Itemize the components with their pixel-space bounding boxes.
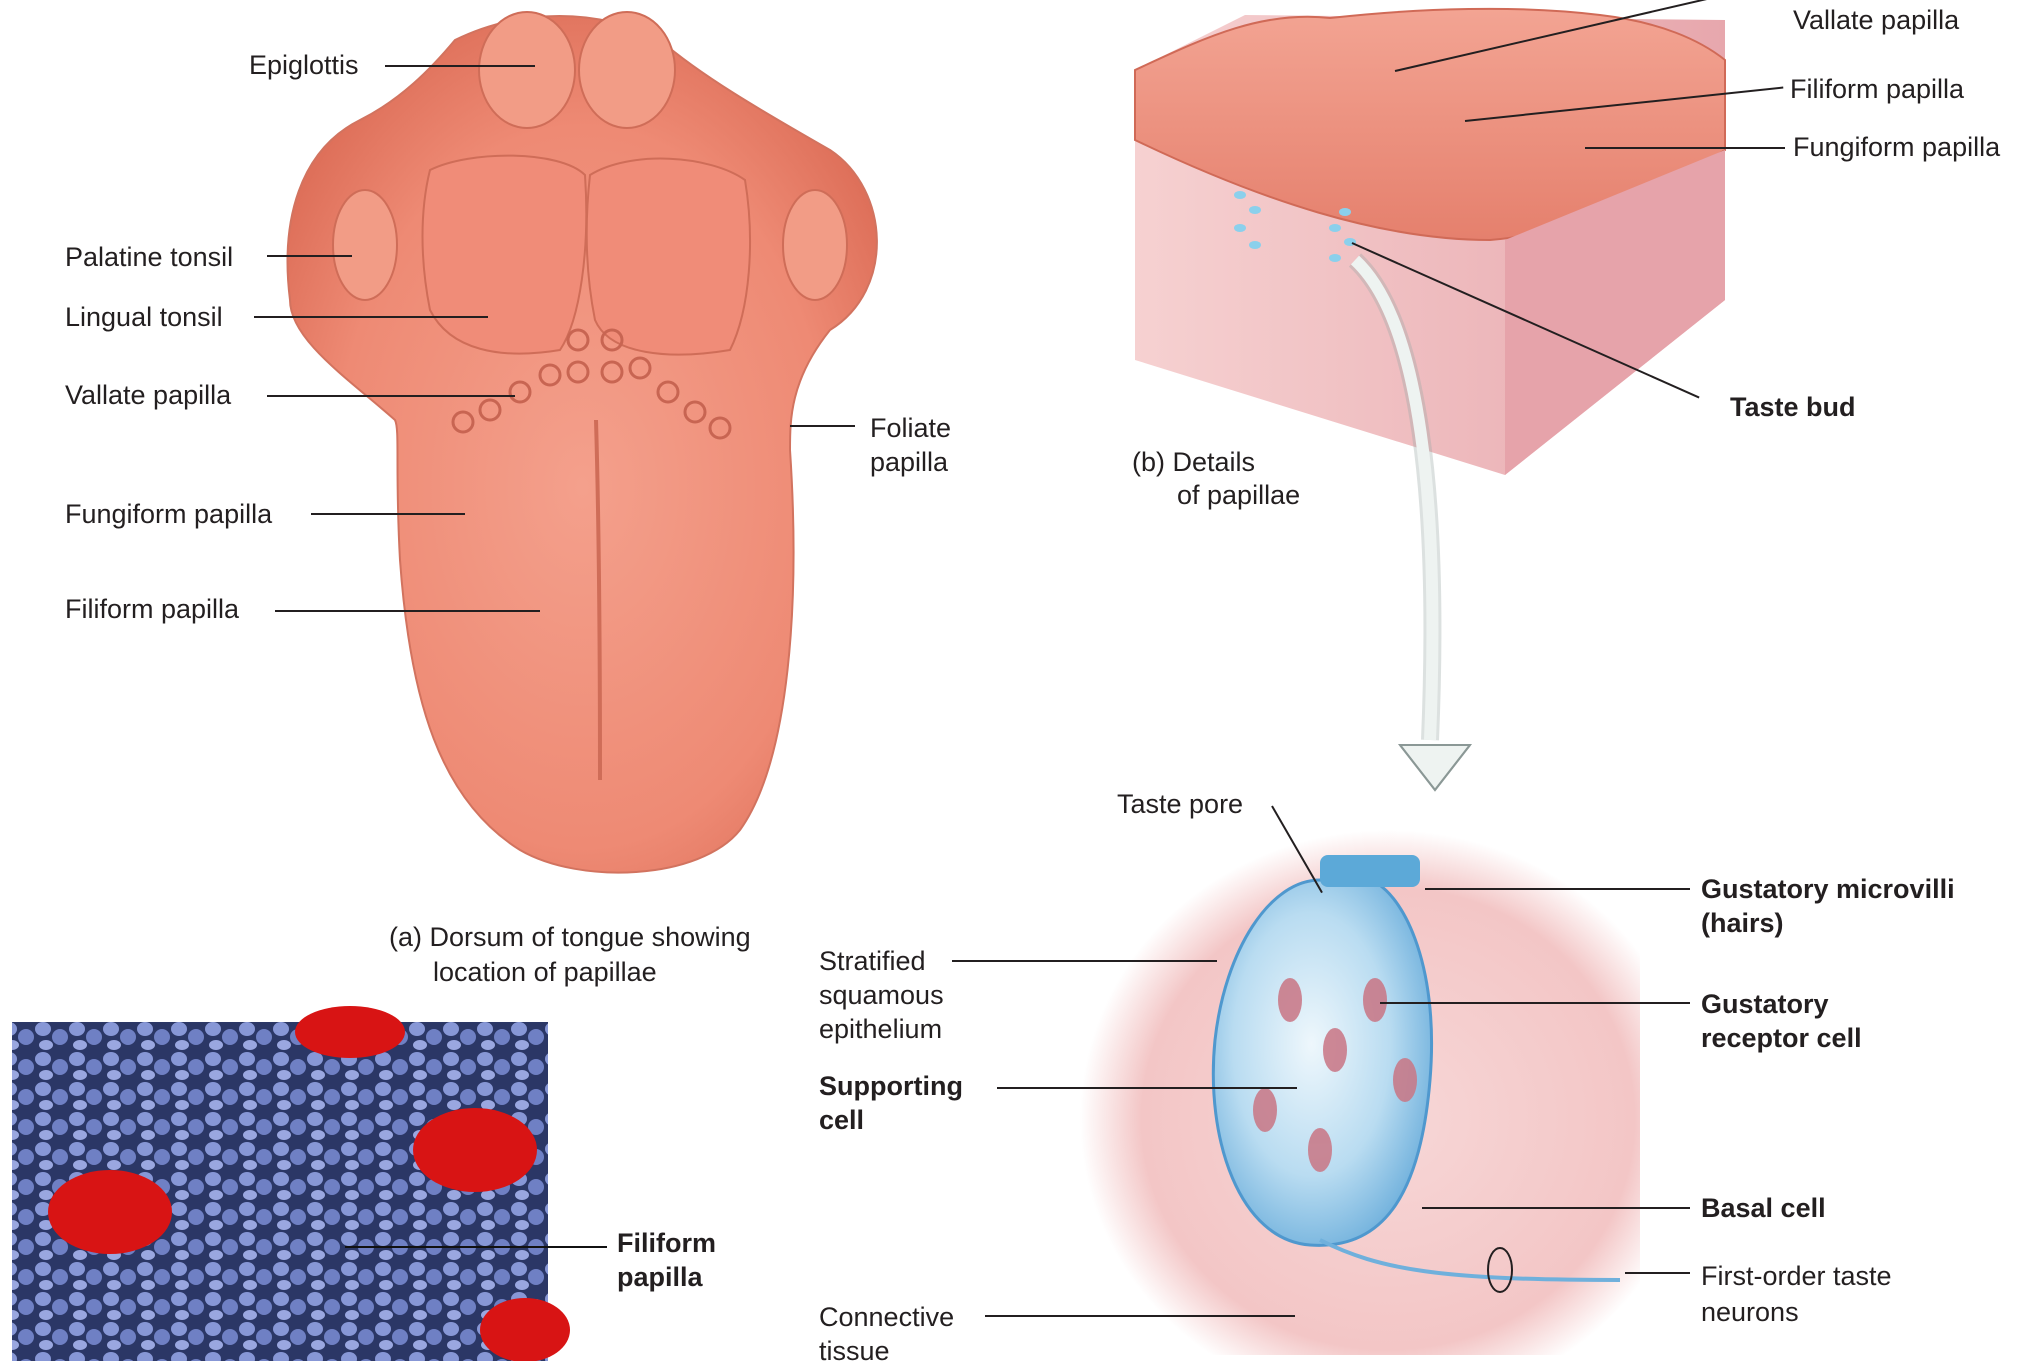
label-micrograph-line2: papilla	[617, 1260, 703, 1294]
label-supporting-line2: cell	[819, 1103, 864, 1137]
leader-filiform-papilla-a	[275, 610, 540, 612]
label-fungiform-papilla-b: Fungiform papilla	[1793, 130, 2000, 164]
label-connective-line1: Connective	[819, 1300, 954, 1334]
label-first-order-line1: First-order taste	[1701, 1259, 1892, 1293]
label-first-order-line2: neurons	[1701, 1295, 1799, 1329]
leader-foliate-papilla	[790, 425, 855, 427]
leader-gustatory-receptor	[1380, 1002, 1690, 1004]
leader-connective	[985, 1315, 1295, 1317]
leader-vallate-papilla-a	[267, 395, 515, 397]
label-gustatory-microvilli-line2: (hairs)	[1701, 906, 1784, 940]
leader-lingual-tonsil	[254, 316, 488, 318]
label-filiform-papilla-a: Filiform papilla	[65, 592, 239, 626]
label-micrograph-line1: Filiform	[617, 1226, 716, 1260]
leader-fungiform-papilla-b	[1585, 147, 1785, 149]
label-vallate-papilla-b: Vallate papilla	[1793, 3, 1959, 37]
label-supporting-line1: Supporting	[819, 1069, 963, 1103]
leader-micrograph	[345, 1246, 607, 1248]
caption-b-line2: of papillae	[1177, 478, 1300, 512]
label-palatine-tonsil: Palatine tonsil	[65, 240, 233, 274]
filiform-micrograph	[12, 1006, 570, 1361]
label-stratified-line2: squamous	[819, 978, 944, 1012]
label-foliate-line1: Foliate	[870, 411, 951, 445]
leader-epiglottis	[385, 65, 535, 67]
label-gustatory-microvilli-line1: Gustatory microvilli	[1701, 872, 1955, 906]
label-filiform-papilla-b: Filiform papilla	[1790, 72, 1964, 106]
caption-a-line2: location of papillae	[433, 955, 657, 989]
caption-b-line1: (b) Details	[1132, 445, 1255, 479]
label-connective-line2: tissue	[819, 1334, 890, 1368]
leader-palatine-tonsil	[267, 255, 352, 257]
label-stratified-line3: epithelium	[819, 1012, 942, 1046]
leader-supporting	[997, 1087, 1297, 1089]
label-basal-cell: Basal cell	[1701, 1191, 1826, 1225]
tongue-illustration	[288, 12, 877, 873]
leader-gustatory-microvilli	[1425, 888, 1690, 890]
label-vallate-papilla-a: Vallate papilla	[65, 378, 231, 412]
label-gustatory-receptor-line2: receptor cell	[1701, 1021, 1862, 1055]
papillae-block-illustration	[1135, 9, 1725, 790]
leader-first-order	[1625, 1272, 1690, 1274]
label-foliate-line2: papilla	[870, 445, 948, 479]
taste-bud-illustration	[1080, 830, 1640, 1355]
label-gustatory-receptor-line1: Gustatory	[1701, 987, 1829, 1021]
leader-stratified	[952, 960, 1217, 962]
label-taste-pore: Taste pore	[1117, 787, 1243, 821]
label-fungiform-papilla-a: Fungiform papilla	[65, 497, 272, 531]
caption-a-line1: (a) Dorsum of tongue showing	[389, 920, 751, 954]
label-taste-bud: Taste bud	[1730, 390, 1856, 424]
leader-basal-cell	[1422, 1207, 1690, 1209]
leader-fungiform-papilla-a	[311, 513, 465, 515]
label-stratified-line1: Stratified	[819, 944, 926, 978]
label-epiglottis: Epiglottis	[249, 48, 359, 82]
label-lingual-tonsil: Lingual tonsil	[65, 300, 223, 334]
